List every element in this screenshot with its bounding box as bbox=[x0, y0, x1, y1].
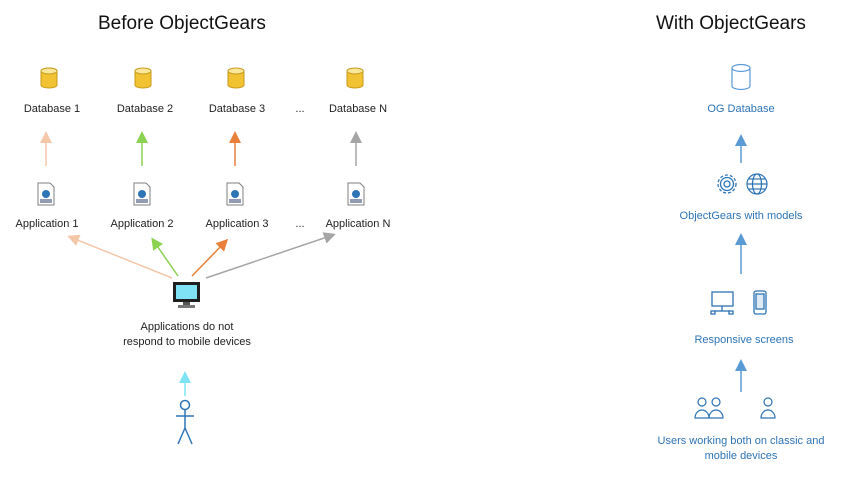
globe-icon bbox=[746, 173, 768, 195]
user-icon bbox=[176, 399, 194, 445]
database-label-1: Database 1 bbox=[23, 103, 81, 115]
desktop-screen-icon bbox=[710, 291, 734, 315]
application-label-1: Application 1 bbox=[15, 218, 79, 230]
single-user-icon bbox=[760, 397, 776, 419]
arrow-client-app2 bbox=[151, 237, 179, 277]
database-icon-3 bbox=[227, 67, 245, 89]
og-database-icon bbox=[731, 63, 751, 91]
arrow-client-appn bbox=[205, 232, 336, 279]
mobile-device-icon bbox=[753, 290, 767, 315]
left-title: Before ObjectGears bbox=[98, 13, 266, 34]
client-description: Applications do not respond to mobile de… bbox=[123, 321, 251, 348]
application-label-n: Application N bbox=[325, 218, 391, 230]
database-label-2: Database 2 bbox=[116, 103, 174, 115]
database-icon-1 bbox=[40, 67, 58, 89]
application-icon-3 bbox=[226, 182, 244, 206]
database-label-n: Database N bbox=[328, 103, 388, 115]
monitor-icon bbox=[173, 282, 200, 308]
og-models-label: ObjectGears with models bbox=[679, 210, 803, 222]
database-ellipsis: ... bbox=[295, 103, 305, 115]
database-icon-2 bbox=[134, 67, 152, 89]
arrow-client-app3 bbox=[191, 238, 229, 277]
og-database-label: OG Database bbox=[707, 103, 775, 115]
application-ellipsis: ... bbox=[295, 218, 305, 230]
arrow-client-app1 bbox=[67, 234, 173, 279]
application-icon-2 bbox=[133, 182, 151, 206]
application-icon-n bbox=[347, 182, 365, 206]
right-title: With ObjectGears bbox=[656, 13, 806, 34]
application-label-3: Application 3 bbox=[205, 218, 269, 230]
gear-icon bbox=[717, 174, 737, 194]
user-group-icon bbox=[694, 397, 724, 419]
application-icon-1 bbox=[37, 182, 55, 206]
database-icon-n bbox=[346, 67, 364, 89]
responsive-screens-label: Responsive screens bbox=[694, 334, 794, 346]
users-description: Users working both on classic and mobile… bbox=[657, 435, 825, 462]
database-label-3: Database 3 bbox=[208, 103, 266, 115]
application-label-2: Application 2 bbox=[110, 218, 174, 230]
